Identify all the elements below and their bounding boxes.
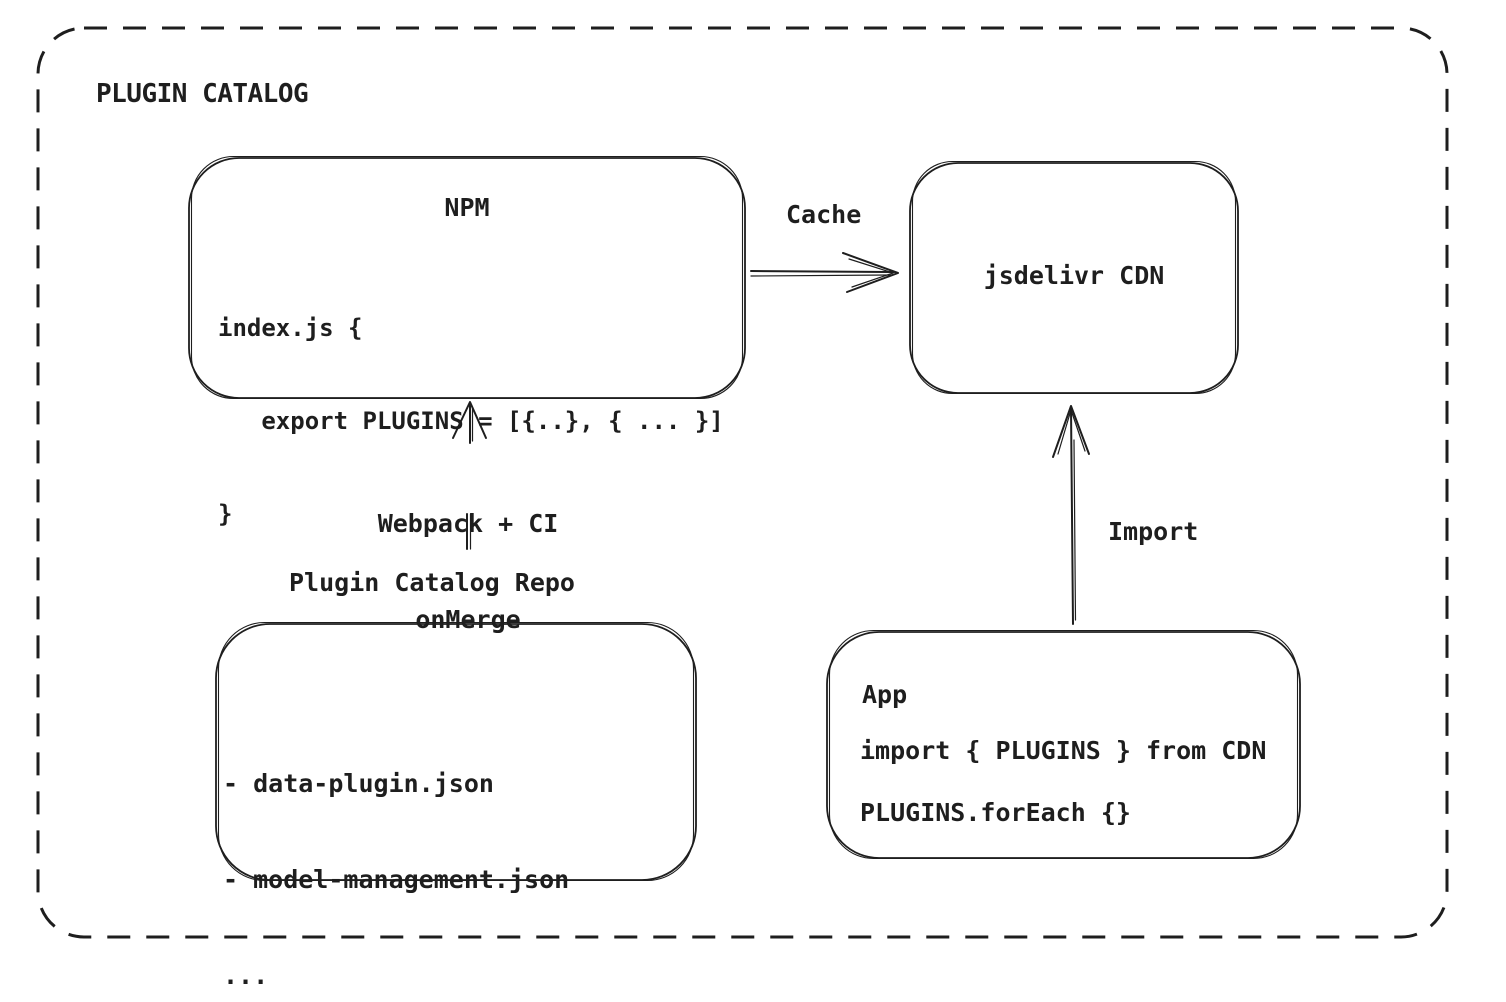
cache-arrow-label: Cache [786, 200, 862, 229]
app-code-line: PLUGINS.forEach {} [860, 798, 1131, 827]
webpack-arrow-label-line1: Webpack + CI [377, 509, 559, 538]
webpack-arrow-label-line2: onMerge [415, 605, 521, 634]
repo-file-list: - data-plugin.json - model-management.js… [223, 704, 569, 1002]
npm-node-title: NPM [444, 193, 490, 222]
webpack-arrow-label: Webpack + CI onMerge [318, 444, 618, 700]
npm-node-box [188, 155, 746, 400]
cache-arrow [750, 252, 899, 293]
app-node-box [826, 629, 1301, 860]
import-arrow-label: Import [1108, 517, 1199, 546]
cdn-node-label: jsdelivr CDN [983, 261, 1165, 290]
catalog-boundary-box [36, 26, 1449, 939]
import-arrow [1052, 405, 1090, 625]
npm-code-line: export PLUGINS = [{..}, { ... }] [218, 407, 724, 435]
cdn-node-box [909, 160, 1239, 395]
repo-node-box [215, 621, 697, 882]
npm-code-line: index.js { [218, 314, 363, 342]
repo-node-label: Plugin Catalog Repo [289, 568, 575, 597]
repo-file-item: - data-plugin.json [223, 769, 494, 798]
app-code-line: import { PLUGINS } from CDN [860, 736, 1267, 765]
repo-file-item: ... [223, 961, 269, 990]
repo-file-item: - model-management.json [223, 865, 570, 894]
app-node-title: App [862, 680, 908, 709]
diagram-title: PLUGIN CATALOG [96, 79, 309, 109]
npm-code-line: } [218, 500, 233, 528]
npm-code-block: index.js { export PLUGINS = [{..}, { ...… [218, 251, 724, 592]
webpack-arrow [452, 401, 487, 550]
